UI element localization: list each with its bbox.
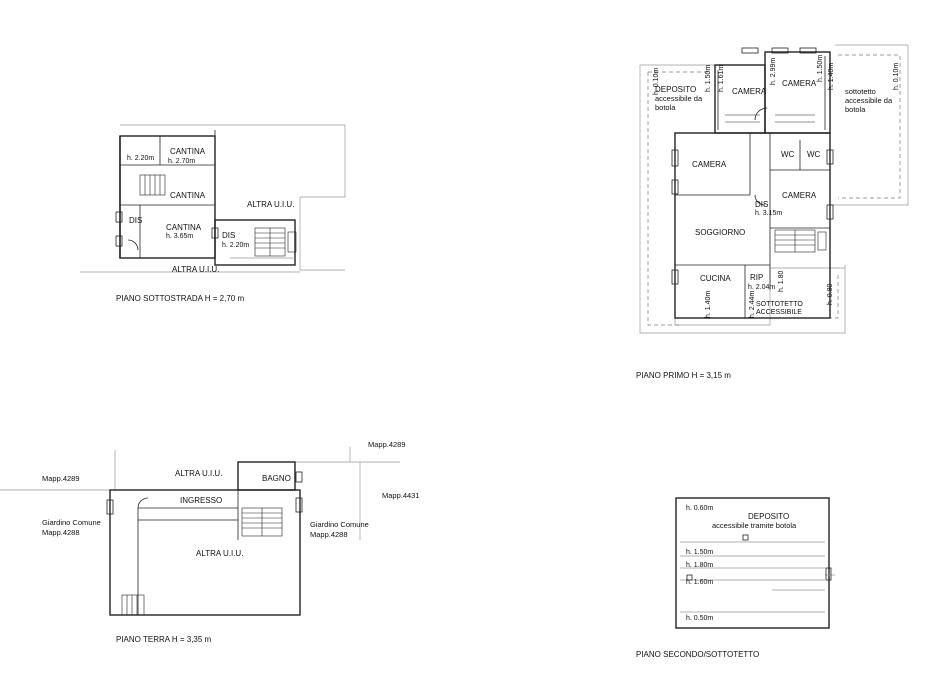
primo-height-10: h. 1.40m xyxy=(705,291,712,318)
primo-height-11: h. 2.44m xyxy=(749,291,756,318)
primo-sottotetto-3: botola xyxy=(845,105,866,114)
primo-height-7: h. 0.10m xyxy=(893,63,900,90)
primo-height-5: h. 1.50m xyxy=(817,55,824,82)
plan-secondo: DEPOSITO accessibile tramite botola h. 0… xyxy=(636,497,835,659)
primo-deposito-2: accessibile da xyxy=(655,94,703,103)
terra-mapp-4431: Mapp.4431 xyxy=(382,491,420,500)
terra-giardino-left-1: Giardino Comune xyxy=(42,518,101,527)
primo-dis: DIS xyxy=(755,200,768,209)
sottostrada-cantina-low-h: h. 3.65m xyxy=(166,233,193,240)
plan-primo: DEPOSITO accessibile da botola CAMERA CA… xyxy=(636,44,909,380)
secondo-height-2: h. 1.50m xyxy=(686,549,713,556)
primo-height-1: h. 0.10m xyxy=(653,68,660,95)
secondo-deposito: DEPOSITO xyxy=(748,512,789,521)
terra-giardino-left-2: Mapp.4288 xyxy=(42,528,80,537)
sottostrada-dis: DIS xyxy=(129,216,142,225)
plan-sottostrada: h. 2.20m CANTINA h. 2.70m CANTINA DIS CA… xyxy=(80,124,346,303)
plan-terra: ALTRA U.I.U. BAGNO INGRESSO ALTRA U.I.U.… xyxy=(0,440,420,644)
sottostrada-cantina-top: CANTINA xyxy=(170,147,206,156)
primo-caption: PIANO PRIMO H = 3,15 m xyxy=(636,371,731,380)
primo-height-3: h. 1.61m xyxy=(718,65,725,92)
terra-giardino-right-2: Mapp.4288 xyxy=(310,530,348,539)
primo-sottotetto-2: accessibile da xyxy=(845,96,893,105)
primo-height-2: h. 1.50m xyxy=(705,65,712,92)
terra-ingresso: INGRESSO xyxy=(180,496,222,505)
sottostrada-altra-right: ALTRA U.I.U. xyxy=(247,200,294,209)
sottostrada-caption: PIANO SOTTOSTRADA H = 2,70 m xyxy=(116,294,244,303)
primo-wc2: WC xyxy=(807,150,821,159)
primo-dis-h: h. 3.15m xyxy=(755,210,782,217)
terra-altra-main: ALTRA U.I.U. xyxy=(196,549,243,558)
secondo-height-4: h. 1.60m xyxy=(686,579,713,586)
primo-height-6: h. 1.40m xyxy=(828,63,835,90)
sottostrada-cantina-top-h: h. 2.70m xyxy=(168,158,195,165)
secondo-height-1: h. 0.60m xyxy=(686,505,713,512)
terra-caption: PIANO TERRA H = 3,35 m xyxy=(116,635,212,644)
primo-camera-top2: CAMERA xyxy=(782,79,817,88)
primo-height-9: h. 0.80 xyxy=(827,283,834,305)
terra-bagno: BAGNO xyxy=(262,474,291,483)
sottostrada-dis-right-h: h. 2.20m xyxy=(222,242,249,249)
primo-camera-left: CAMERA xyxy=(692,160,727,169)
sottostrada-h-left: h. 2.20m xyxy=(127,155,154,162)
primo-soggiorno: SOGGIORNO xyxy=(695,228,745,237)
primo-wc1: WC xyxy=(781,150,795,159)
secondo-caption: PIANO SECONDO/SOTTOTETTO xyxy=(636,650,759,659)
primo-sottotetto-acc-1: SOTTOTETTO xyxy=(756,301,803,308)
sottostrada-cantina-low: CANTINA xyxy=(166,223,202,232)
terra-giardino-right-1: Giardino Comune xyxy=(310,520,369,529)
sottostrada-cantina-mid: CANTINA xyxy=(170,191,206,200)
primo-rip: RIP xyxy=(750,273,763,282)
secondo-height-3: h. 1.80m xyxy=(686,562,713,569)
primo-rip-h: h. 2.04m xyxy=(748,284,775,291)
terra-mapp-4289-left: Mapp.4289 xyxy=(42,474,80,483)
terra-altra-top: ALTRA U.I.U. xyxy=(175,469,222,478)
primo-sottotetto-acc-2: ACCESSIBILE xyxy=(756,309,802,316)
secondo-height-5: h. 0.50m xyxy=(686,615,713,622)
primo-height-8: h. 1.80 xyxy=(778,270,785,292)
primo-deposito-3: botola xyxy=(655,103,676,112)
primo-camera-right: CAMERA xyxy=(782,191,817,200)
secondo-deposito-sub: accessibile tramite botola xyxy=(712,521,797,530)
primo-height-4: h. 2.99m xyxy=(770,58,777,85)
sottostrada-dis-right: DIS xyxy=(222,231,235,240)
terra-mapp-4289-right: Mapp.4289 xyxy=(368,440,406,449)
primo-cucina: CUCINA xyxy=(700,274,731,283)
primo-camera-top1: CAMERA xyxy=(732,87,767,96)
primo-sottotetto-1: sottotetto xyxy=(845,87,876,96)
sottostrada-altra-bottom: ALTRA U.I.U. xyxy=(172,265,219,274)
primo-deposito-1: DEPOSITO xyxy=(655,85,696,94)
